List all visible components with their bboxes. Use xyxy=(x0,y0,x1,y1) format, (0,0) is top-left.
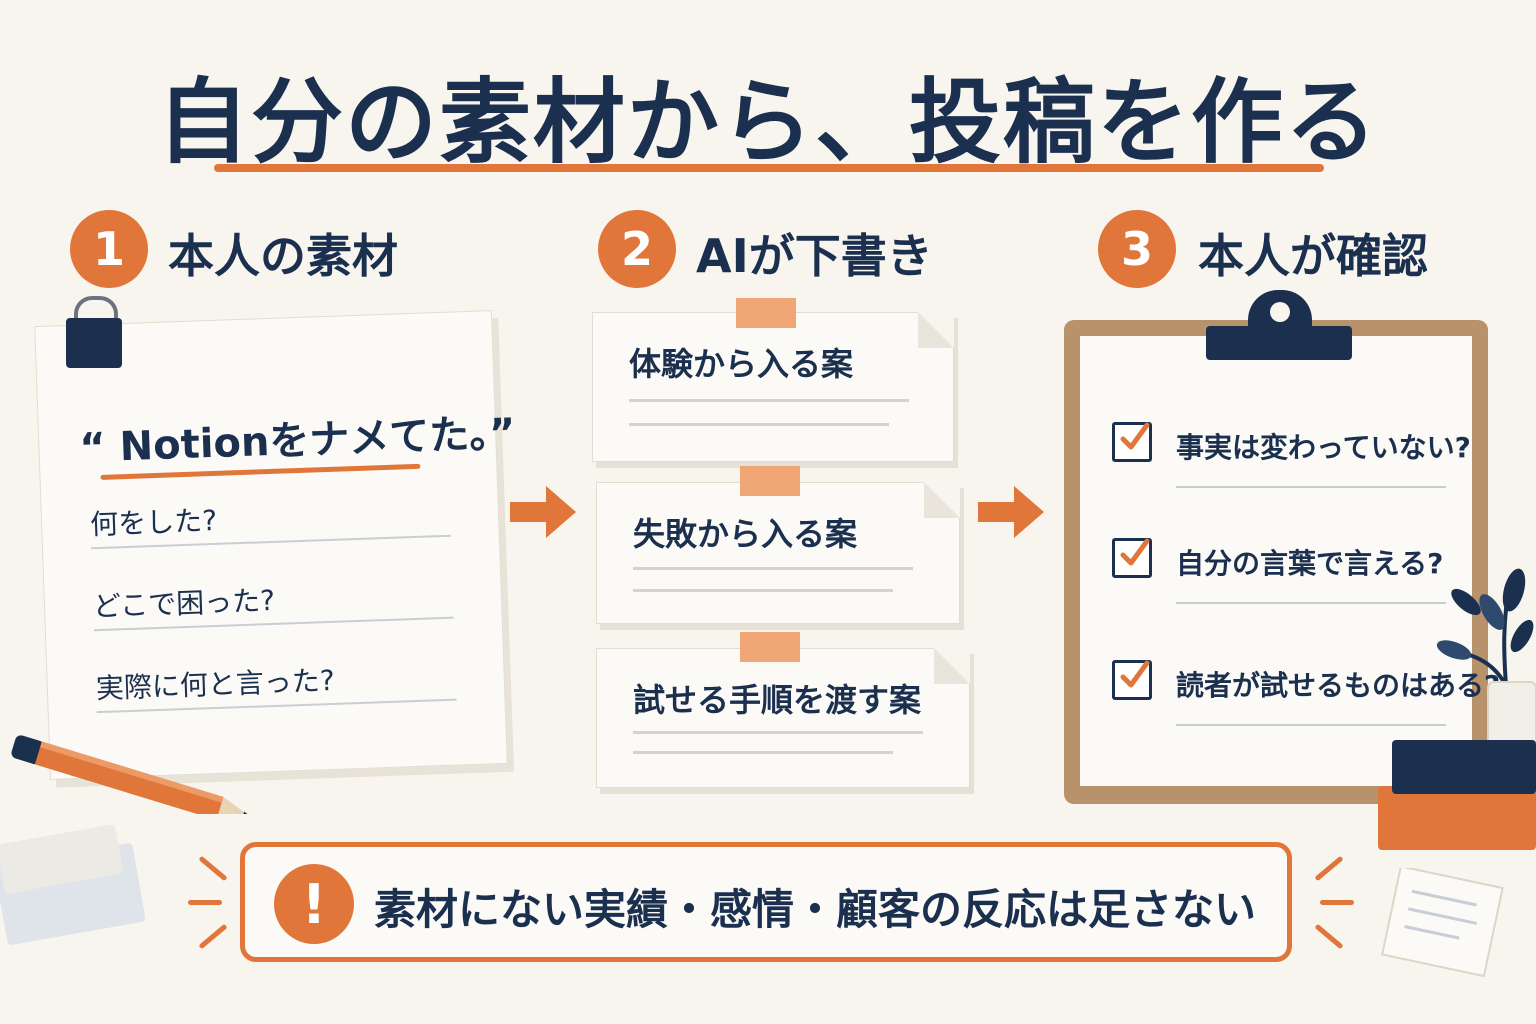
draft-title-failure: 失敗から入る案 xyxy=(633,515,858,553)
step-1-number: 1 xyxy=(70,210,148,288)
checkbox-checked-icon[interactable] xyxy=(1112,422,1152,462)
draft-title-experience: 体験から入る案 xyxy=(629,345,854,383)
burst-line xyxy=(198,855,228,882)
clipboard-clip-hole xyxy=(1270,302,1290,322)
exclamation-icon: ! xyxy=(274,864,354,944)
warning-box xyxy=(240,842,1292,962)
card-line xyxy=(633,731,923,734)
card-line xyxy=(633,589,893,592)
card-line xyxy=(629,423,889,426)
arrow-right-icon xyxy=(510,486,576,538)
step-3-number: 3 xyxy=(1098,210,1176,288)
draft-card: 体験から入る案 xyxy=(592,312,954,462)
material-quote: “ Notionをナメてた。” xyxy=(78,410,517,472)
check-reader-actionable: 読者が試せるものはある? xyxy=(1176,669,1501,702)
step-2-number: 2 xyxy=(598,210,676,288)
arrow-right-icon xyxy=(978,486,1044,538)
page-title: 自分の素材から、投稿を作る xyxy=(156,69,1379,176)
warning-text: 素材にない実績・感情・顧客の反応は足さない xyxy=(374,885,1257,934)
card-line xyxy=(633,567,913,570)
draft-card: 失敗から入る案 xyxy=(596,482,960,624)
binder-clip-body xyxy=(66,318,122,368)
step-1-label: 本人の素材 xyxy=(168,229,398,283)
card-fold xyxy=(924,482,960,518)
burst-line xyxy=(1320,900,1354,905)
draft-title-steps: 試せる手順を渡す案 xyxy=(633,681,922,719)
step-3-label: 本人が確認 xyxy=(1198,229,1428,283)
book-top xyxy=(1392,740,1536,794)
card-line xyxy=(629,399,909,402)
step-2-label: AIが下書き xyxy=(696,229,933,283)
card-fold xyxy=(934,648,970,684)
draft-card: 試せる手順を渡す案 xyxy=(596,648,970,788)
checkbox-checked-icon[interactable] xyxy=(1112,538,1152,578)
material-paper: “ Notionをナメてた。” 何をした? どこで困った? 実際に何と言った? xyxy=(34,310,516,780)
burst-line xyxy=(198,923,228,950)
binder-clip-icon xyxy=(74,296,118,334)
pencil-icon xyxy=(11,735,255,814)
question-where-stuck: どこで困った? xyxy=(92,583,276,624)
burst-line xyxy=(1314,923,1344,950)
burst-line xyxy=(1314,855,1344,882)
check-line xyxy=(1176,724,1446,726)
books-icon xyxy=(1378,786,1536,850)
burst-line xyxy=(188,900,222,905)
plant-icon xyxy=(1436,568,1536,753)
check-line xyxy=(1176,602,1446,604)
checkbox-checked-icon[interactable] xyxy=(1112,660,1152,700)
check-own-words: 自分の言葉で言える? xyxy=(1176,547,1444,580)
question-what-said: 実際に何と言った? xyxy=(95,663,336,706)
check-line xyxy=(1176,486,1446,488)
note-icon xyxy=(1380,868,1504,978)
tape-strip xyxy=(740,466,800,496)
card-fold xyxy=(918,312,954,348)
title-underline xyxy=(214,164,1324,172)
check-facts-unchanged: 事実は変わっていない? xyxy=(1176,431,1471,464)
tape-strip xyxy=(740,632,800,662)
card-line xyxy=(633,751,893,754)
question-what-did: 何をした? xyxy=(89,503,218,542)
tape-strip xyxy=(736,298,796,328)
